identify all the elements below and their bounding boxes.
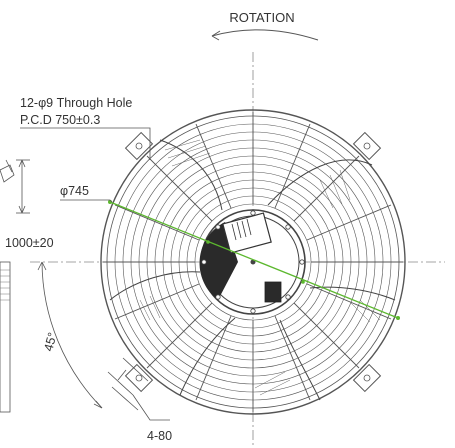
angle-label: 45°: [41, 331, 59, 353]
fan-blades: [109, 139, 396, 401]
diameter-mid-right: [301, 280, 305, 284]
spacing-label: 4-80: [147, 429, 172, 443]
rotation-label: ROTATION: [229, 10, 294, 25]
pcd-label: P.C.D 750±0.3: [20, 113, 100, 127]
capacitor: [264, 281, 282, 303]
hub-bolts: [201, 210, 305, 314]
blade-hatching: [139, 139, 381, 396]
cable-length-label: 1000±20: [5, 236, 54, 250]
diameter-end-left: [108, 200, 112, 204]
angle-dimension: [37, 261, 103, 409]
guard-outer-ring: [100, 109, 406, 415]
diameter-mid-left: [206, 240, 210, 244]
guard-struts: [103, 112, 403, 412]
spacing-dimension: [107, 357, 170, 421]
diameter-end-right: [396, 316, 400, 320]
diameter-dimension-line: [109, 201, 399, 319]
through-hole-label: 12-φ9 Through Hole: [20, 96, 132, 110]
motor-hub: [199, 209, 306, 315]
cable-length-dimension: [16, 159, 30, 214]
cable-hatching: [0, 269, 10, 301]
power-cable: [0, 159, 15, 413]
terminal-block: [231, 218, 252, 241]
junction-box: [222, 212, 272, 254]
leader-lines: [20, 127, 151, 203]
mounting-holes: [135, 142, 371, 382]
diameter-label: φ745: [60, 184, 89, 198]
rotation-arrow-icon: [211, 29, 319, 41]
rotation-arrowhead-icon: [211, 30, 221, 41]
